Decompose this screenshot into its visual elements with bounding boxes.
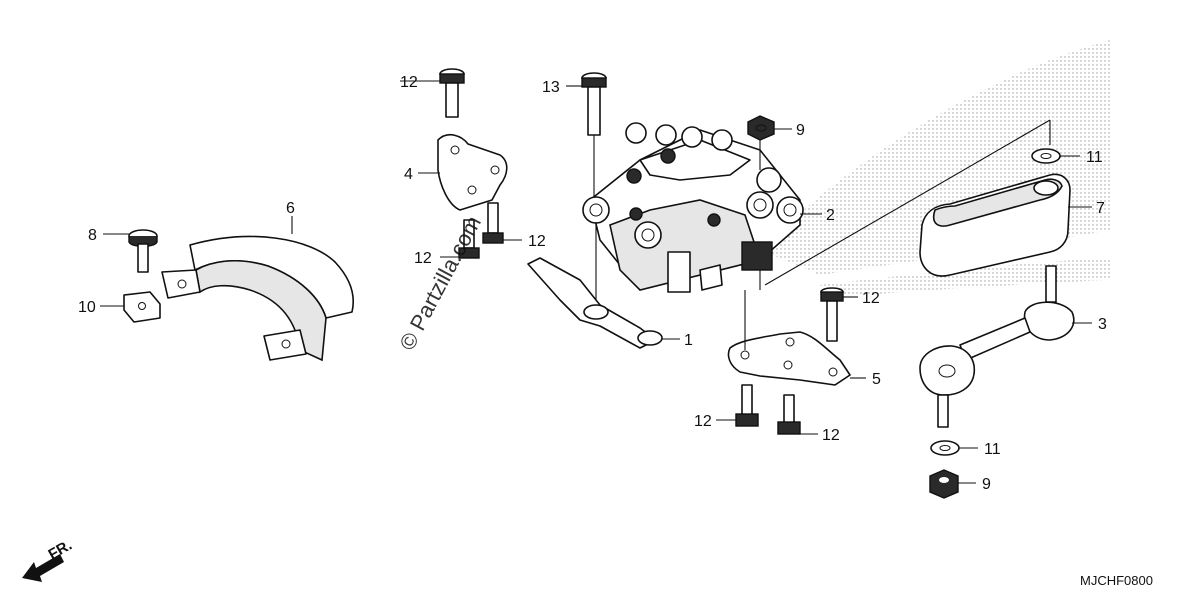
front-marker-label: FR.	[46, 537, 75, 564]
callout-12[interactable]: 12	[822, 427, 840, 444]
callout-3[interactable]: 3	[1098, 316, 1107, 333]
callout-9[interactable]: 9	[982, 476, 991, 493]
callout-5[interactable]: 5	[872, 371, 881, 388]
callout-6[interactable]: 6	[286, 200, 295, 217]
callout-12[interactable]: 12	[694, 413, 712, 430]
part-5-bracket[interactable]	[727, 331, 851, 386]
callout-8[interactable]: 8	[88, 227, 97, 244]
part-4-bracket[interactable]	[437, 133, 508, 211]
callout-leaders	[100, 80, 1092, 484]
callout-1[interactable]: 1	[684, 332, 693, 349]
diagram-code: MJCHF0800	[1080, 573, 1153, 588]
part-13-bolt[interactable]	[581, 72, 607, 136]
callout-9[interactable]: 9	[796, 122, 805, 139]
partzilla-watermark: © Partzilla.com	[394, 212, 486, 355]
callout-11[interactable]: 11	[984, 441, 1001, 458]
part-6-cover[interactable]	[161, 235, 354, 362]
part-3-tie-rod[interactable]	[919, 265, 1075, 428]
part-9-nut-bottom[interactable]	[929, 469, 959, 499]
callout-12[interactable]: 12	[400, 74, 418, 91]
part-11-washer-bottom[interactable]	[930, 440, 960, 456]
part-1-strap[interactable]	[527, 257, 663, 349]
callout-11[interactable]: 11	[1086, 149, 1103, 166]
part-12-bolt-bracket5-top[interactable]	[820, 287, 844, 342]
callout-13[interactable]: 13	[542, 79, 560, 96]
callout-7[interactable]: 7	[1096, 200, 1105, 217]
part-10-clip-nut[interactable]	[123, 291, 161, 323]
part-12-bolt-bracket5-right[interactable]	[777, 394, 801, 435]
callout-labels: 12 13 9 4 2 11 7 8 6 12 12 10 12 3 1 5 1…	[78, 74, 1107, 493]
callout-12[interactable]: 12	[414, 250, 432, 267]
callout-2[interactable]: 2	[826, 207, 835, 224]
part-2-actuator-unit[interactable]	[582, 122, 804, 293]
leader-diag	[764, 119, 1051, 286]
front-direction-marker: FR.	[22, 537, 75, 582]
callout-10[interactable]: 10	[78, 299, 96, 316]
part-12-bolt-bracket5-left[interactable]	[735, 384, 759, 427]
part-11-washer-top[interactable]	[1031, 148, 1061, 164]
part-9-nut-top[interactable]	[747, 115, 775, 141]
callout-4[interactable]: 4	[404, 166, 413, 183]
part-12-bolt-top[interactable]	[439, 68, 465, 118]
part-12-bolt-left[interactable]	[458, 219, 480, 259]
part-8-bolt[interactable]	[128, 229, 158, 273]
part-12-bolt-right[interactable]	[482, 202, 504, 244]
callout-12[interactable]: 12	[862, 290, 880, 307]
front-arrow-icon	[22, 554, 64, 582]
part-7-link-arm[interactable]	[919, 173, 1071, 277]
callout-12[interactable]: 12	[528, 233, 546, 250]
